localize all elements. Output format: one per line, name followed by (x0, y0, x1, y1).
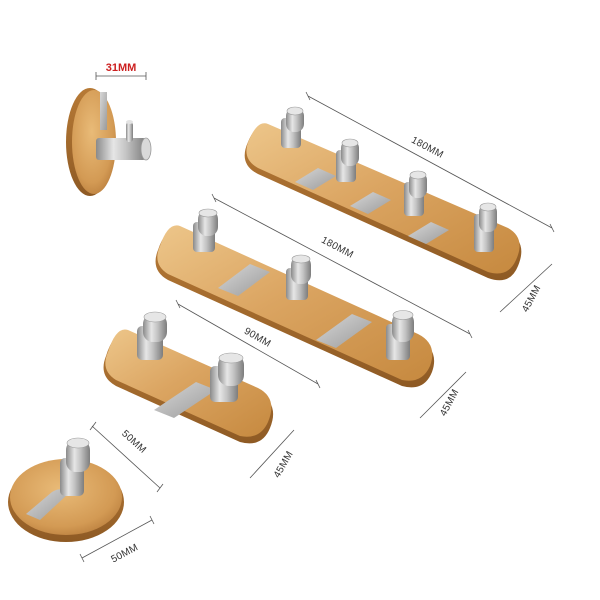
round-height-label: 50MM (119, 428, 148, 456)
hook (137, 311, 167, 360)
hook (386, 310, 414, 360)
hook (281, 106, 304, 148)
four-hook-rack (244, 106, 522, 281)
three-hook-rack (155, 208, 435, 388)
round-width-label: 50MM (109, 542, 140, 565)
single-round-hook (66, 88, 152, 196)
round-base-hook (8, 437, 124, 542)
two-hook-length-label: 90MM (242, 326, 273, 350)
hook (336, 138, 359, 182)
hook (210, 352, 244, 402)
three-hook-width-label: 45MM (438, 387, 461, 418)
four-hook-width-label: 45MM (520, 283, 543, 314)
four-hook-length-label: 180MM (409, 135, 445, 161)
two-hook-width-label: 45MM (272, 449, 296, 480)
two-hook-rack (103, 311, 274, 444)
single-hook-depth-dimension: 31MM (95, 62, 147, 80)
hook (404, 170, 427, 216)
hook (286, 254, 311, 300)
hook (474, 202, 497, 252)
single-hook-depth-label: 31MM (106, 62, 137, 74)
hook (193, 208, 218, 252)
